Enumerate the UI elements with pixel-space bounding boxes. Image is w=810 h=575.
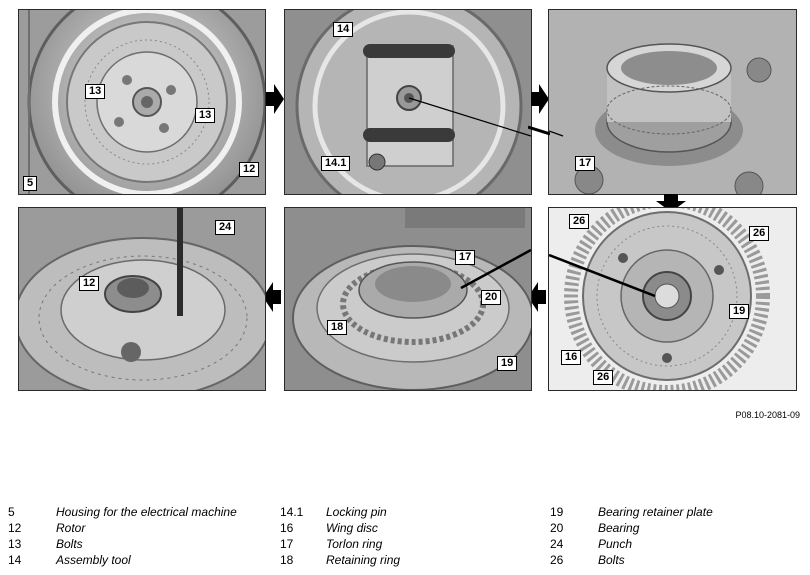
legend-number: 17 (280, 537, 294, 551)
legend-description: Bearing retainer plate (598, 505, 713, 519)
callout-label: 26 (569, 214, 590, 229)
callout-label: 5 (23, 176, 38, 191)
callout-label: 19 (497, 356, 518, 371)
callout-label: 14.1 (321, 156, 351, 171)
legend-number: 20 (550, 521, 564, 535)
legend-description: Housing for the electrical machine (56, 505, 237, 519)
photo-assembly-tool: 14 14.1 (284, 9, 532, 195)
legend-number: 14 (8, 553, 22, 567)
legend-description: Rotor (56, 521, 86, 535)
photo-torlon-ring: 17 (548, 9, 797, 195)
legend-number: 14.1 (280, 505, 304, 519)
legend-description: Torlon ring (326, 537, 383, 551)
legend-description: Wing disc (326, 521, 378, 535)
photo-bearing-assembly: 17 20 18 19 (284, 207, 532, 391)
callout-label: 17 (575, 156, 596, 171)
callout-label: 18 (327, 320, 348, 335)
callout-label: 24 (215, 220, 236, 235)
legend-number: 5 (8, 505, 15, 519)
callout-label: 12 (79, 276, 100, 291)
photo-wing-disc: 26 26 19 16 26 (548, 207, 797, 391)
legend-description: Assembly tool (56, 553, 131, 567)
legend-description: Bolts (56, 537, 83, 551)
arrow-down-icon (656, 194, 686, 212)
legend-number: 19 (550, 505, 564, 519)
pointer-line (528, 125, 550, 136)
legend-number: 18 (280, 553, 294, 567)
legend-description: Bolts (598, 553, 625, 567)
arrow-left-icon (263, 282, 281, 312)
callout-label: 13 (195, 108, 216, 123)
callout-label: 16 (561, 350, 582, 365)
legend-number: 24 (550, 537, 564, 551)
callout-label: 26 (749, 226, 770, 241)
callout-label: 26 (593, 370, 614, 385)
callout-label: 19 (729, 304, 750, 319)
callout-label: 14 (333, 22, 354, 37)
arrow-right-icon (531, 84, 549, 114)
arrow-right-icon (266, 84, 284, 114)
arrow-left-icon (528, 282, 546, 312)
callout-label: 20 (481, 290, 502, 305)
legend-number: 12 (8, 521, 22, 535)
callout-label: 17 (455, 250, 476, 265)
figure-reference: P08.10-2081-09 (735, 410, 800, 420)
photo-rotor-housing: 13 13 5 12 (18, 9, 266, 195)
legend-number: 26 (550, 553, 564, 567)
legend-description: Bearing (598, 521, 640, 535)
legend-description: Retaining ring (326, 553, 401, 567)
legend-description: Locking pin (326, 505, 387, 519)
photo-punch-rotor: 24 12 (18, 207, 266, 391)
legend-number: 16 (280, 521, 294, 535)
legend-number: 13 (8, 537, 22, 551)
legend-description: Punch (598, 537, 633, 551)
callout-label: 12 (239, 162, 260, 177)
callout-label: 13 (85, 84, 106, 99)
